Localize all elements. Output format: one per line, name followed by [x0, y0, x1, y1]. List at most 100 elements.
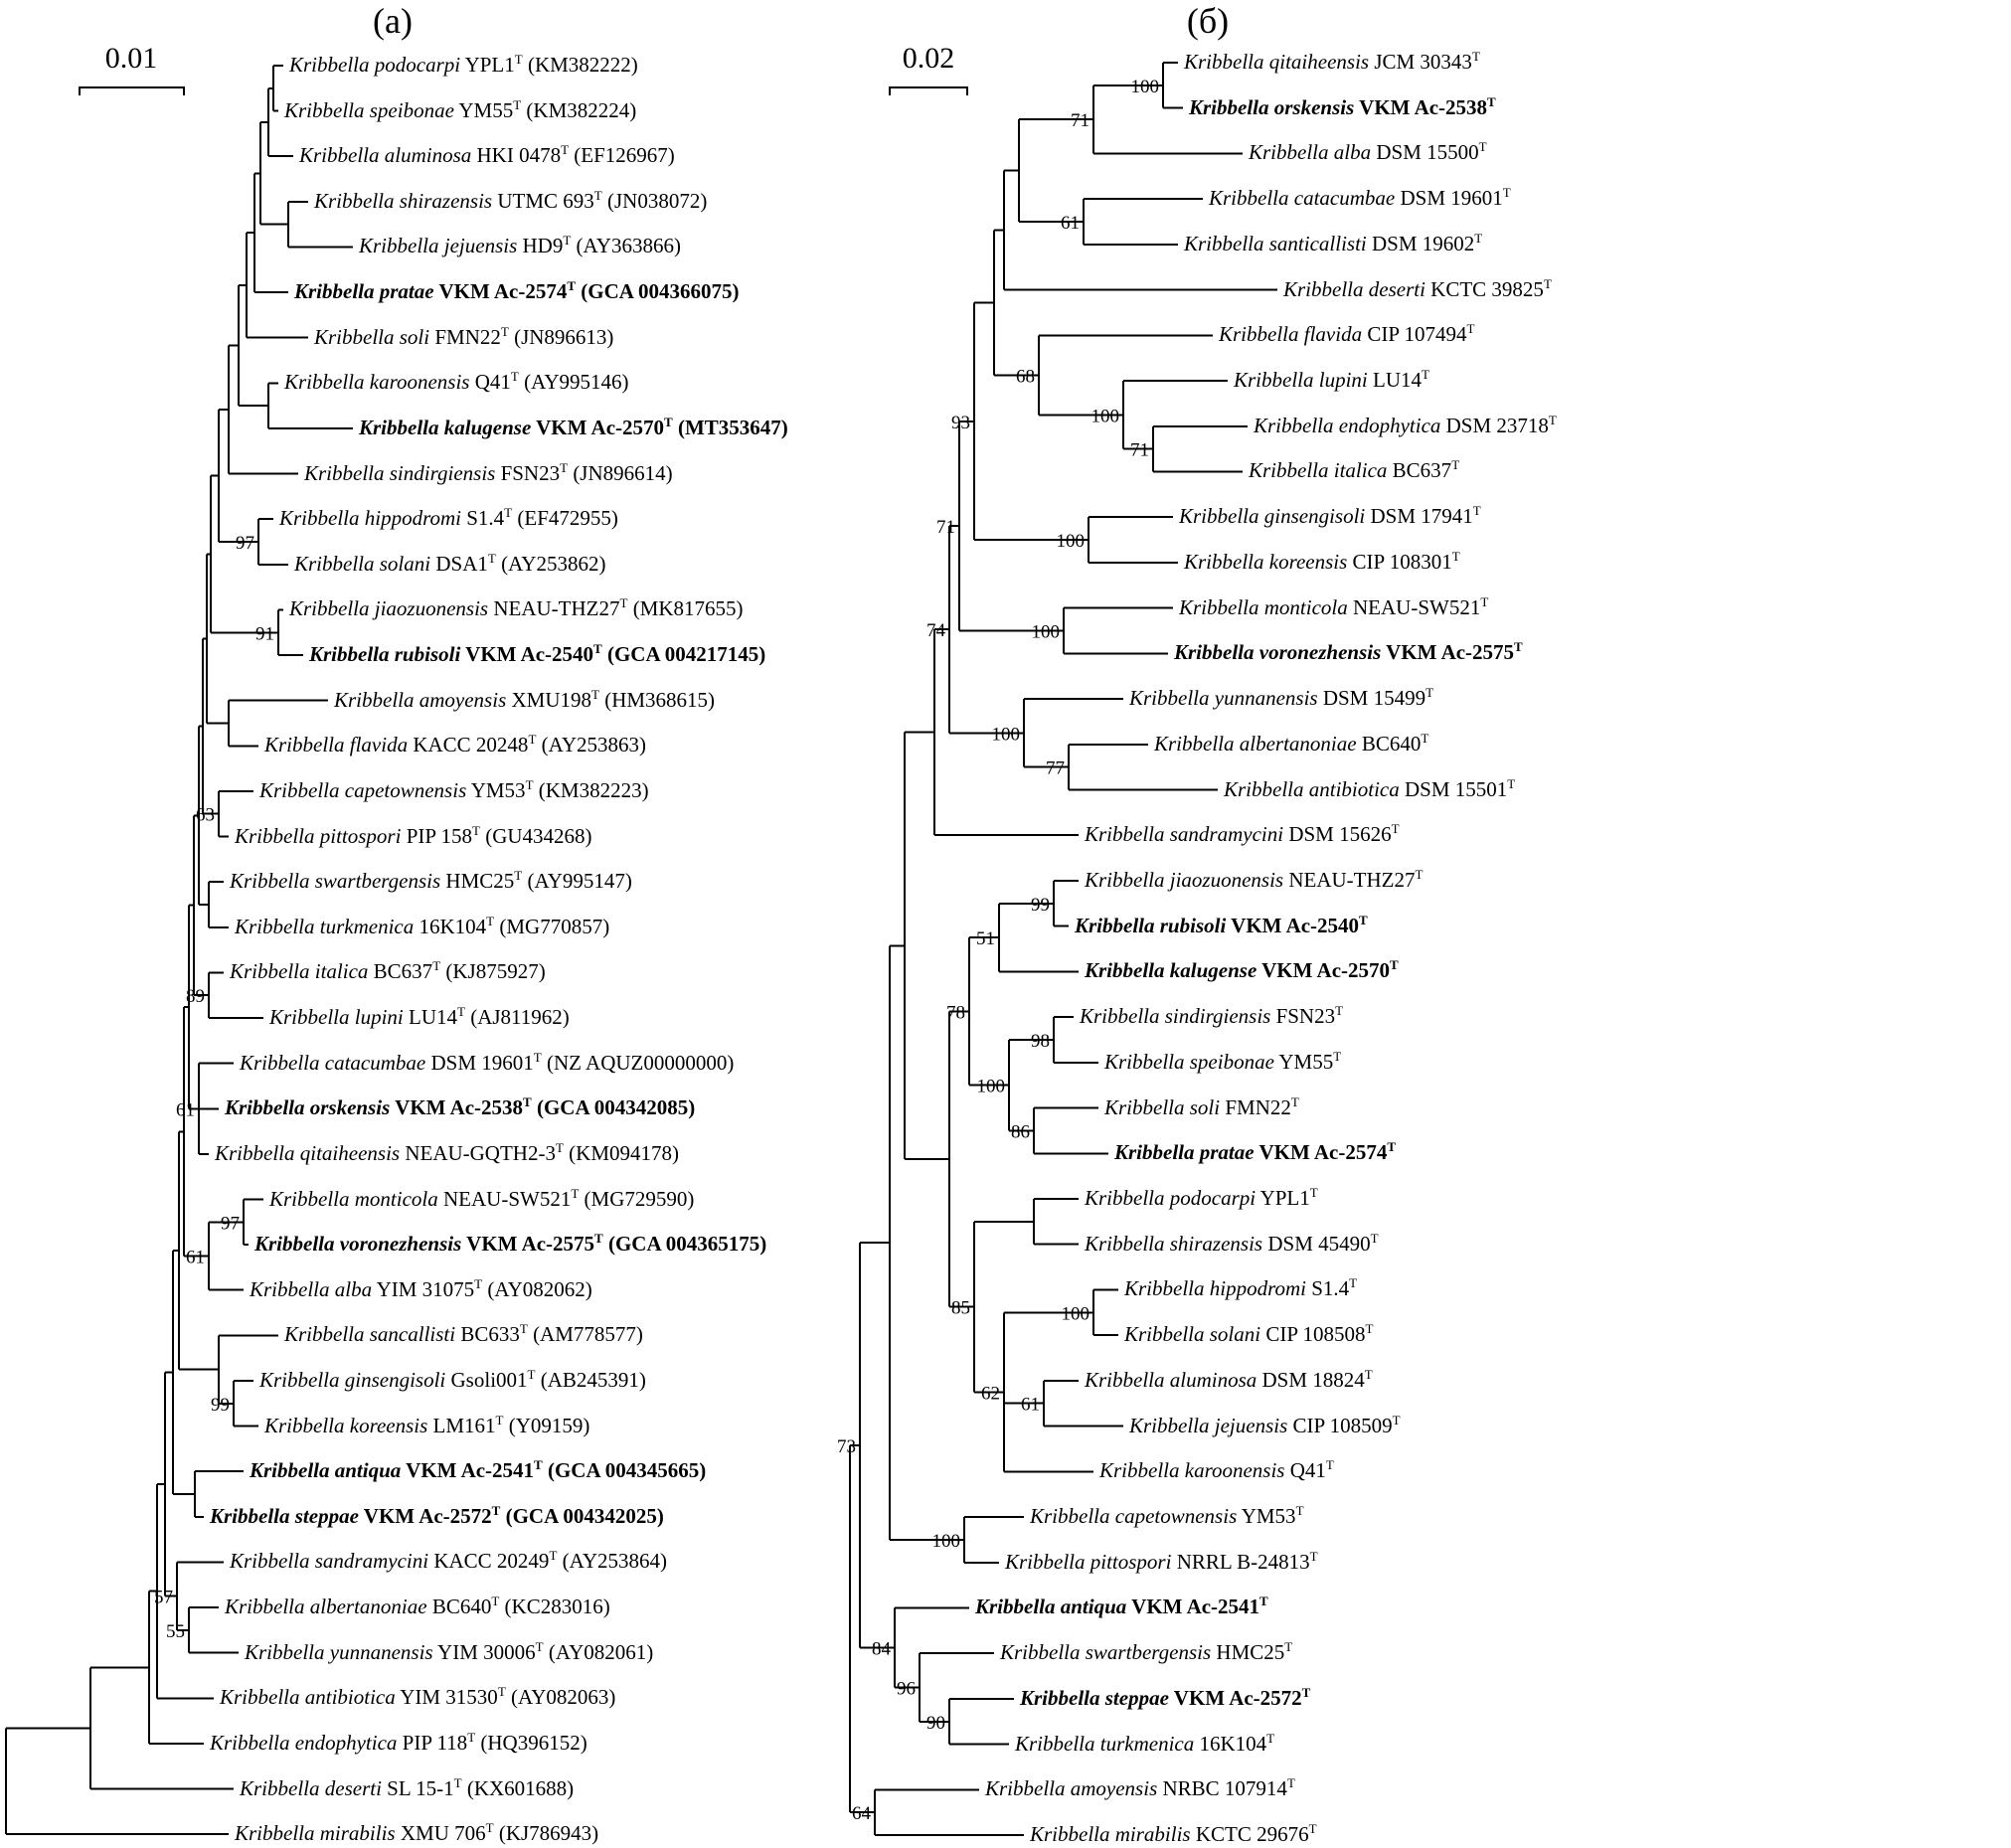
- taxon-species-name: Kribbella koreensis: [1184, 549, 1348, 574]
- taxon-label: Kribbella amoyensis NRBC 107914T: [985, 1775, 1295, 1801]
- taxon-label: Kribbella italica BC637T (KJ875927): [230, 958, 546, 984]
- type-strain-superscript: T: [1502, 185, 1511, 201]
- taxon-label: Kribbella shirazensis DSM 45490T: [1085, 1230, 1379, 1256]
- taxon-species-name: Kribbella capetownensis: [1030, 1504, 1238, 1529]
- taxon-species-name: Kribbella alba: [1249, 140, 1372, 165]
- type-strain-superscript: T: [1514, 639, 1523, 655]
- panel-b-title: (б): [1186, 1, 1230, 41]
- type-strain-superscript: T: [1392, 1412, 1401, 1428]
- taxon-species-name: Kribbella pittospori: [235, 823, 402, 848]
- taxon-species-name: Kribbella italica: [1249, 458, 1388, 483]
- type-strain-superscript: T: [1290, 1093, 1299, 1109]
- type-strain-superscript: T: [1425, 685, 1434, 701]
- taxon-label: Kribbella koreensis LM161T (Y09159): [264, 1412, 590, 1437]
- taxon-species-name: Kribbella deserti: [1283, 276, 1425, 301]
- taxon-species-name: Kribbella qitaiheensis: [1184, 50, 1370, 74]
- bootstrap-value: 61: [186, 1248, 205, 1268]
- taxon-label: Kribbella qitaiheensis NEAU-GQTH2-3T (KM…: [215, 1139, 679, 1165]
- taxon-species-name: Kribbella soli: [314, 324, 430, 349]
- taxon-label: Kribbella sancallisti BC633T (AM778577): [284, 1321, 643, 1347]
- type-strain-superscript: T: [1335, 1003, 1344, 1019]
- bootstrap-value: 89: [186, 986, 205, 1007]
- type-strain-superscript: T: [453, 1774, 462, 1790]
- taxon-species-name: Kribbella orskensis: [1189, 94, 1355, 119]
- taxon-label: Kribbella santicallisti DSM 19602T: [1184, 230, 1483, 255]
- taxon-label: Kribbella albertanoniae BC640T (KC283016…: [225, 1594, 610, 1619]
- type-strain-superscript: T: [594, 1231, 603, 1247]
- taxon-species-name: Kribbella rubisoli: [1075, 913, 1227, 937]
- type-strain-superscript: T: [549, 1548, 558, 1564]
- type-strain-superscript: T: [500, 323, 509, 339]
- taxon-species-name: Kribbella swartbergensis: [1000, 1640, 1212, 1665]
- taxon-species-name: Kribbella albertanoniae: [1154, 731, 1357, 756]
- taxon-species-name: Kribbella santicallisti: [1184, 231, 1367, 255]
- panel-b-scale-label: 0.02: [902, 42, 955, 75]
- type-strain-superscript: T: [1301, 1684, 1311, 1700]
- taxon-species-name: Kribbella podocarpi: [289, 53, 461, 77]
- bootstrap-value: 99: [211, 1395, 230, 1416]
- taxon-label: Kribbella ginsengisoli DSM 17941T: [1179, 503, 1481, 529]
- panel-a-taxa: Kribbella podocarpi YPL1T (KM382222)Krib…: [0, 0, 835, 1848]
- taxon-label: Kribbella steppae VKM Ac-2572T: [1020, 1684, 1311, 1710]
- taxon-label: Kribbella catacumbae DSM 19601T: [1209, 185, 1511, 211]
- taxon-label: Kribbella aluminosa DSM 18824T: [1085, 1366, 1373, 1392]
- taxon-species-name: Kribbella sindirgiensis: [1080, 1004, 1271, 1029]
- taxon-species-name: Kribbella catacumbae: [1209, 186, 1396, 211]
- taxon-label: Kribbella podocarpi YPL1T (KM382222): [289, 52, 638, 77]
- taxon-label: Kribbella soli FMN22T (JN896613): [314, 323, 614, 349]
- type-strain-superscript: T: [527, 1366, 536, 1382]
- taxon-label: Kribbella amoyensis XMU198T (HM368615): [334, 686, 716, 712]
- taxon-species-name: Kribbella flavida: [1219, 322, 1363, 347]
- type-strain-superscript: T: [1478, 139, 1487, 155]
- type-strain-superscript: T: [561, 142, 570, 158]
- panel-b-tree-svg: 1007161711006810093100717710074995198861…: [837, 62, 1277, 1837]
- panel-a-scale-label: 0.01: [104, 42, 158, 75]
- type-strain-superscript: T: [1333, 1048, 1342, 1064]
- type-strain-superscript: T: [1364, 1366, 1373, 1382]
- taxon-label: Kribbella flavida KACC 20248T (AY253863): [264, 732, 647, 757]
- type-strain-superscript: T: [560, 459, 569, 475]
- type-strain-superscript: T: [1487, 93, 1496, 109]
- type-strain-superscript: T: [510, 369, 519, 385]
- taxon-label: Kribbella flavida CIP 107494T: [1219, 321, 1475, 347]
- taxon-label: Kribbella alba YIM 31075T (AY082062): [250, 1275, 592, 1301]
- bootstrap-value: 61: [1061, 213, 1080, 234]
- taxon-label: Kribbella capetownensis YM53T: [1030, 1503, 1304, 1529]
- taxon-species-name: Kribbella koreensis: [264, 1413, 428, 1437]
- type-strain-superscript: T: [1480, 593, 1489, 609]
- type-strain-superscript: T: [1309, 1548, 1318, 1564]
- taxon-label: Kribbella pratae VKM Ac-2574T: [1114, 1139, 1397, 1165]
- taxon-species-name: Kribbella albertanoniae: [225, 1595, 427, 1619]
- taxon-species-name: Kribbella alba: [250, 1276, 373, 1301]
- taxon-species-name: Kribbella speibonae: [284, 97, 454, 122]
- type-strain-superscript: T: [491, 1594, 500, 1609]
- taxon-species-name: Kribbella jejuensis: [359, 234, 518, 258]
- taxon-species-name: Kribbella sindirgiensis: [304, 460, 496, 485]
- type-strain-superscript: T: [519, 1321, 528, 1337]
- bootstrap-value: 100: [1032, 622, 1061, 643]
- taxon-species-name: Kribbella pittospori: [1005, 1549, 1172, 1574]
- taxon-species-name: Kribbella hippodromi: [1124, 1276, 1306, 1301]
- type-strain-superscript: T: [619, 595, 628, 611]
- taxon-label: Kribbella aluminosa HKI 0478T (EF126967): [299, 142, 675, 168]
- type-strain-superscript: T: [523, 1094, 532, 1110]
- taxon-species-name: Kribbella solani: [294, 551, 431, 576]
- taxon-species-name: Kribbella amoyensis: [985, 1776, 1158, 1801]
- taxon-species-name: Kribbella podocarpi: [1085, 1186, 1257, 1210]
- taxon-species-name: Kribbella sancallisti: [284, 1322, 456, 1347]
- taxon-label: Kribbella antibiotica DSM 15501T: [1224, 775, 1516, 801]
- taxon-species-name: Kribbella rubisoli: [309, 642, 461, 667]
- type-strain-superscript: T: [1390, 957, 1399, 973]
- type-strain-superscript: T: [1365, 1321, 1374, 1337]
- taxon-label: Kribbella antiqua VKM Ac-2541T: [975, 1594, 1268, 1619]
- taxon-species-name: Kribbella monticola: [1179, 594, 1348, 619]
- bootstrap-value: 100: [1057, 531, 1086, 552]
- taxon-label: Kribbella koreensis CIP 108301T: [1184, 548, 1460, 574]
- taxon-species-name: Kribbella turkmenica: [235, 914, 415, 938]
- type-strain-superscript: T: [534, 1457, 543, 1473]
- taxon-label: Kribbella steppae VKM Ac-2572T (GCA 0043…: [210, 1502, 664, 1528]
- taxon-label: Kribbella voronezhensis VKM Ac-2575T (GC…: [254, 1231, 767, 1257]
- taxon-species-name: Kribbella deserti: [240, 1775, 382, 1800]
- taxon-species-name: Kribbella pratae: [294, 279, 434, 304]
